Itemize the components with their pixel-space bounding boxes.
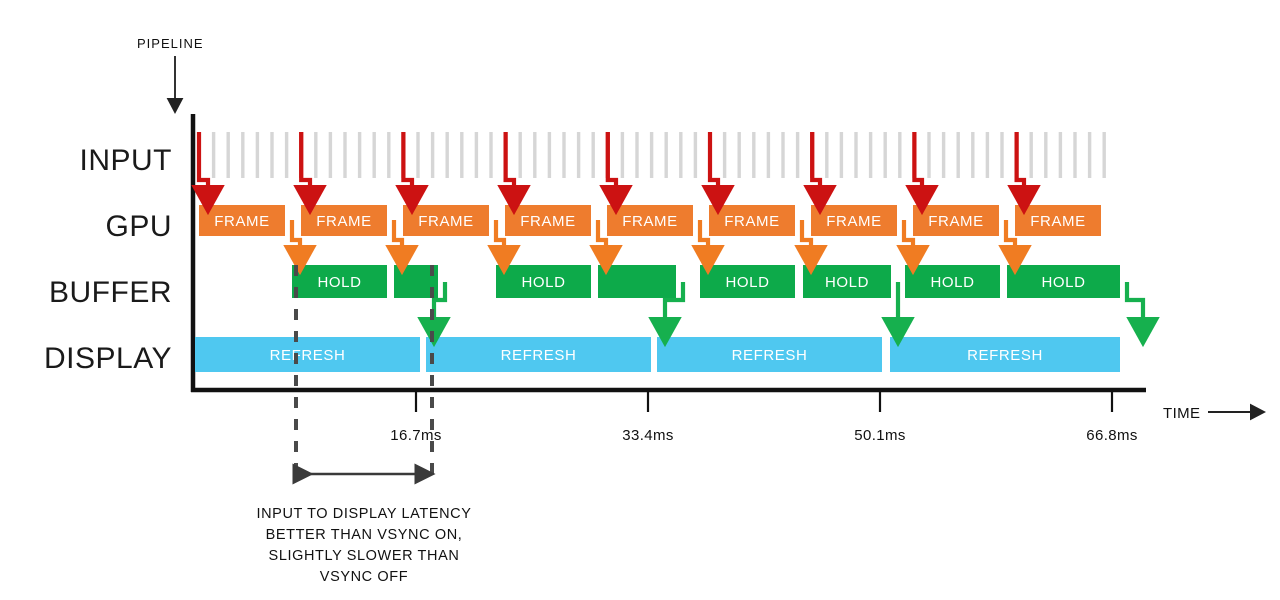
gpu-frame-row: FRAME FRAME FRAME FRAME FRAME FRAME FRAME FRAME…: [199, 205, 1101, 236]
buffer-hold-label: HOLD: [521, 274, 565, 291]
time-axis-tick-label: 16.7ms: [390, 427, 442, 444]
gpu-to-buffer-arrow: [691, 220, 725, 276]
pipeline-label: PIPELINE: [137, 36, 204, 51]
input-to-gpu-arrow: [1007, 132, 1041, 216]
buffer-hold-label: HOLD: [725, 274, 769, 291]
input-to-gpu-arrow: [905, 132, 939, 216]
buffer-to-display-arrow: [1124, 282, 1160, 348]
caption-line: INPUT TO DISPLAY LATENCY: [256, 506, 471, 522]
buffer-hold-label: HOLD: [317, 274, 361, 291]
caption-line: VSYNC OFF: [320, 569, 408, 585]
gpu-to-buffer-arrow: [998, 220, 1032, 276]
time-axis-tick-label: 50.1ms: [854, 427, 906, 444]
refresh-bar-label: REFRESH: [732, 347, 808, 364]
input-to-gpu-arrow: [701, 132, 735, 216]
caption-line: BETTER THAN VSYNC ON,: [266, 527, 463, 543]
buffer-hold-row: HOLD HOLD HOLD HOLD HOLD HOLD: [292, 265, 1120, 298]
gpu-frame-label: FRAME: [622, 213, 678, 230]
gpu-frame-label: FRAME: [826, 213, 882, 230]
gpu-frame-label: FRAME: [724, 213, 780, 230]
caption-line: SLIGHTLY SLOWER THAN: [269, 548, 460, 564]
gpu-to-buffer-arrow: [794, 220, 828, 276]
input-to-gpu-arrow: [599, 132, 633, 216]
gpu-frame-label: FRAME: [928, 213, 984, 230]
gpu-frame-label: FRAME: [1030, 213, 1086, 230]
time-axis-tick-label: 66.8ms: [1086, 427, 1138, 444]
refresh-bar-label: REFRESH: [270, 347, 346, 364]
display-refresh-row: REFRESH REFRESH REFRESH REFRESH: [195, 337, 1120, 372]
gpu-to-buffer-arrow: [283, 220, 317, 276]
input-to-gpu-arrow: [191, 132, 225, 216]
input-tick-marks: [197, 132, 1106, 178]
buffer-hold-label: HOLD: [825, 274, 869, 291]
latency-marker: [292, 265, 436, 485]
row-label-gpu: GPU: [105, 210, 172, 243]
refresh-bar-label: REFRESH: [967, 347, 1043, 364]
gpu-frame-label: FRAME: [520, 213, 576, 230]
refresh-bar: [195, 337, 420, 372]
gpu-frame-label: FRAME: [316, 213, 372, 230]
gpu-to-buffer-arrow: [385, 220, 419, 276]
gpu-to-buffer-arrow: [896, 220, 930, 276]
input-to-gpu-arrow: [497, 132, 531, 216]
buffer-to-display-arrow: [648, 282, 686, 348]
time-axis-label: TIME: [1163, 405, 1200, 422]
input-to-gpu-arrow: [803, 132, 837, 216]
input-to-gpu-arrows: [191, 132, 1041, 216]
input-to-gpu-arrow: [395, 132, 429, 216]
buffer-hold-label: HOLD: [930, 274, 974, 291]
buffer-hold-label: HOLD: [1041, 274, 1085, 291]
refresh-bar-label: REFRESH: [501, 347, 577, 364]
refresh-bar: [657, 337, 882, 372]
gpu-to-buffer-arrows: [283, 220, 1032, 276]
gpu-frame-label: FRAME: [418, 213, 474, 230]
row-label-buffer: BUFFER: [49, 276, 172, 309]
time-axis-ticks: 16.7ms 33.4ms 50.1ms 66.8ms: [390, 392, 1138, 444]
row-label-input: INPUT: [80, 144, 173, 177]
time-axis-tick-label: 33.4ms: [622, 427, 674, 444]
refresh-bar: [890, 337, 1120, 372]
gpu-frame-label: FRAME: [214, 213, 270, 230]
refresh-bar: [426, 337, 651, 372]
input-to-gpu-arrow: [293, 132, 327, 216]
buffer-hold-box: [598, 265, 676, 298]
gpu-to-buffer-arrow: [589, 220, 623, 276]
gpu-to-buffer-arrow: [487, 220, 521, 276]
row-label-display: DISPLAY: [44, 342, 172, 375]
caption-block: INPUT TO DISPLAY LATENCY BETTER THAN VSYN…: [256, 506, 471, 585]
